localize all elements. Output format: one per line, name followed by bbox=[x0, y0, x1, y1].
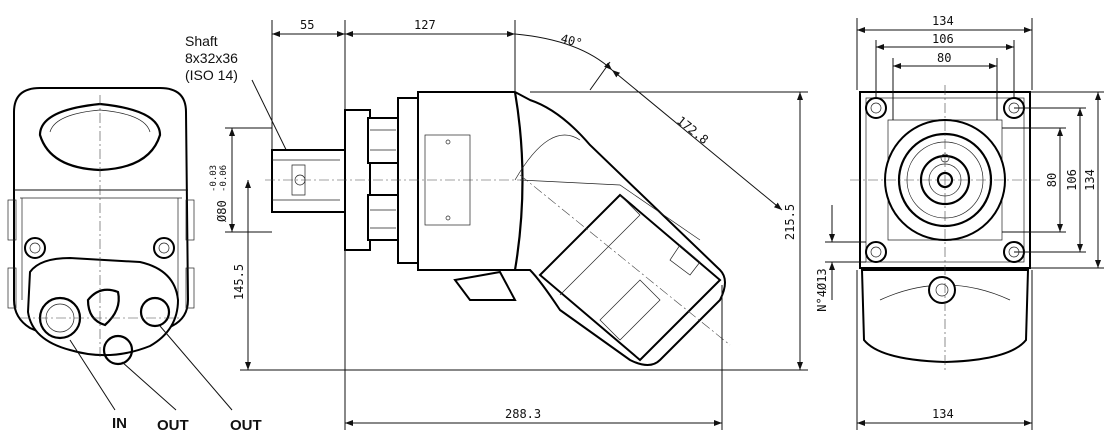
dim-dia-tol-upper: -0.03 bbox=[209, 165, 219, 192]
dim-127: 127 bbox=[414, 18, 436, 32]
angled-head bbox=[538, 193, 722, 362]
dim-55: 55 bbox=[300, 18, 314, 32]
label-out-2: OUT bbox=[230, 417, 262, 434]
dim-288-3: 288.3 bbox=[505, 407, 541, 421]
drain-port bbox=[453, 270, 517, 301]
side-view bbox=[265, 91, 731, 366]
dim-172-8: 172.8 bbox=[674, 113, 711, 147]
bolt-hole-bl bbox=[865, 241, 887, 263]
dim-front-right-134: 134 bbox=[1083, 169, 1097, 191]
dim-145-5: 145.5 bbox=[232, 264, 246, 300]
side-dimensions bbox=[225, 20, 808, 430]
dim-holes-4x13: N°4Ø13 bbox=[815, 268, 829, 311]
pilot-flange bbox=[344, 109, 371, 251]
rear-dome bbox=[38, 102, 162, 172]
shaft-label-line2: 8x32x36 bbox=[185, 50, 238, 66]
rear-view bbox=[7, 87, 233, 411]
port-block bbox=[26, 256, 180, 357]
main-housing bbox=[417, 91, 726, 366]
port-out-1 bbox=[102, 334, 134, 366]
label-in: IN bbox=[112, 415, 127, 432]
label-out-1: OUT bbox=[157, 417, 189, 434]
dim-angle-40: 40° bbox=[559, 31, 584, 50]
shaft bbox=[271, 149, 351, 213]
dim-dia-tol-lower: -0.06 bbox=[219, 165, 229, 192]
dim-front-right-106: 106 bbox=[1065, 169, 1079, 191]
dim-215-5: 215.5 bbox=[783, 204, 797, 240]
shaft-end bbox=[919, 154, 971, 206]
shaft-label-line1: Shaft bbox=[185, 33, 218, 49]
drain-fitting bbox=[928, 276, 956, 304]
front-view bbox=[850, 85, 1040, 372]
bolt-hole-tl bbox=[865, 97, 887, 119]
bolt-left bbox=[24, 237, 46, 259]
dim-dia-80: Ø80 bbox=[215, 200, 229, 222]
dim-front-top-80: 80 bbox=[937, 51, 951, 65]
dim-front-top-106: 106 bbox=[932, 32, 954, 46]
shaft-label-line3: (ISO 14) bbox=[185, 67, 238, 83]
mount-flange bbox=[397, 97, 419, 264]
dim-front-bottom-134: 134 bbox=[932, 407, 954, 421]
dim-front-right-80: 80 bbox=[1045, 173, 1059, 187]
bolt-right bbox=[153, 237, 175, 259]
front-dimensions bbox=[825, 18, 1104, 430]
dim-front-top-134: 134 bbox=[932, 14, 954, 28]
port-out-2 bbox=[139, 296, 171, 328]
